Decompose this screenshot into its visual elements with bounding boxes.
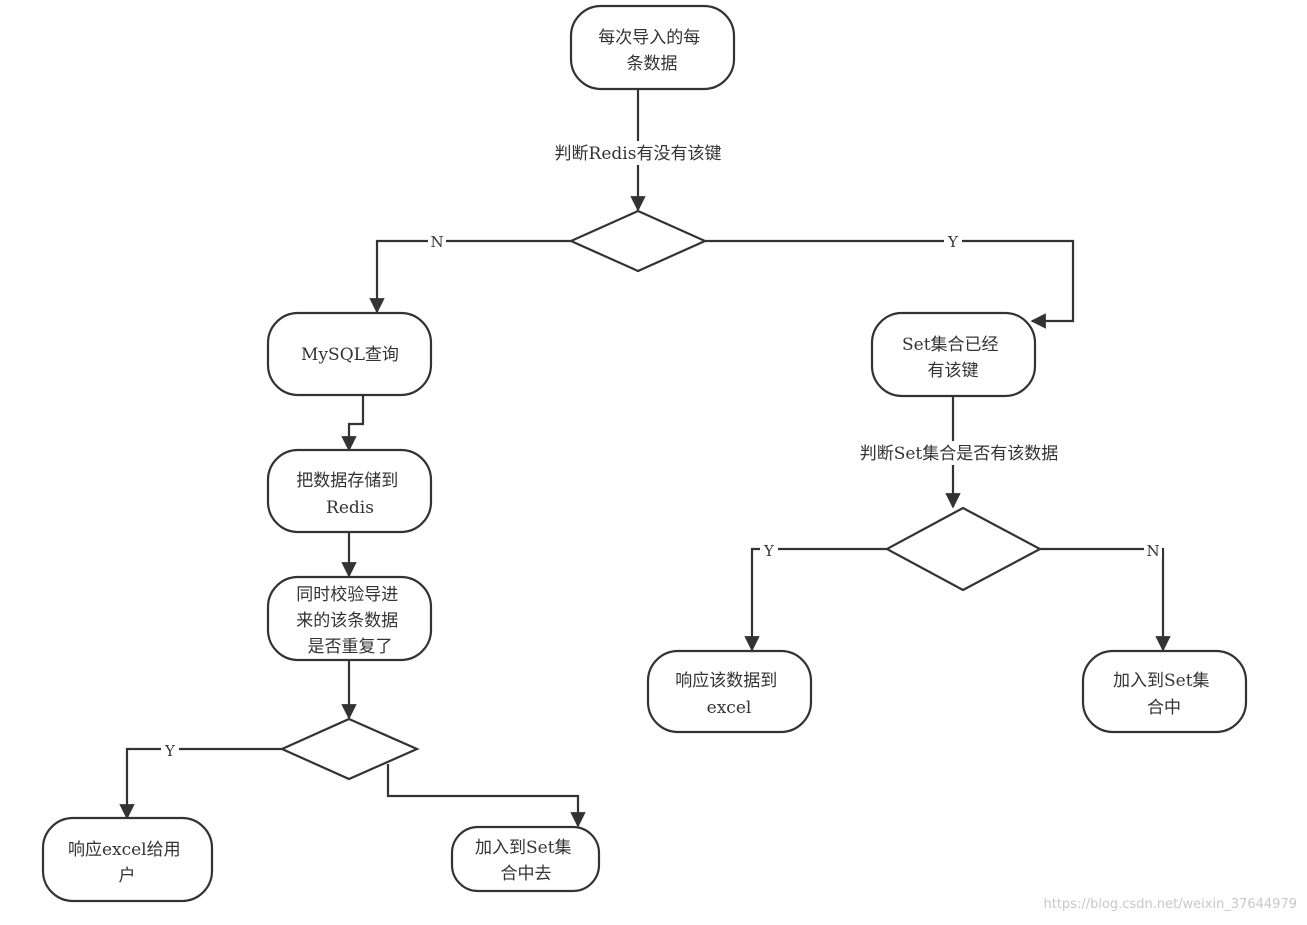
- node-respond-excel-user: 响应excel给用 户: [41, 816, 214, 903]
- node-add-set-right: 加入到Set集 合中: [1081, 649, 1248, 734]
- node-add-left-line1: 加入到Set集: [475, 838, 572, 858]
- edge-decision1-no: [369, 239, 571, 314]
- node-store-line1: 把数据存储到: [296, 471, 398, 491]
- svg-text:Set集合已经 有该键: Set集合已经 有该键: [902, 335, 1004, 381]
- edge-decision2-no: [1040, 547, 1171, 652]
- watermark-text: https://blog.csdn.net/weixin_37644979: [1043, 897, 1297, 912]
- edge-label-d1-yes: Y: [947, 233, 959, 251]
- node-verify-line1: 同时校验导进: [296, 585, 398, 605]
- edge-decision3-yes: [119, 747, 282, 820]
- edge-decision1-yes: [705, 239, 1075, 329]
- edge-label-check-redis: 判断Redis有没有该键: [555, 144, 722, 164]
- node-resp-excel-line1: 响应该数据到: [675, 671, 777, 691]
- node-add-set-left: 加入到Set集 合中去: [450, 825, 601, 893]
- node-resp-user-line2: 户: [119, 866, 136, 886]
- node-add-right-line1: 加入到Set集: [1113, 671, 1210, 691]
- node-sethas-line2: 有该键: [928, 361, 979, 381]
- edge-mysql-to-store: [341, 395, 365, 452]
- edge-label-d1-no: N: [430, 233, 443, 251]
- decision-set-has-data: [884, 506, 1043, 592]
- svg-text:加入到Set集 合中: 加入到Set集 合中: [1113, 671, 1215, 718]
- node-sethas-line1: Set集合已经: [902, 335, 999, 355]
- node-add-right-line2: 合中: [1147, 698, 1181, 718]
- node-store-redis: 把数据存储到 Redis: [266, 448, 433, 534]
- edge-label-d2-yes: Y: [763, 542, 775, 560]
- node-verify-line2: 来的该条数据: [296, 611, 398, 631]
- edge-decision3-other: [386, 764, 586, 828]
- decision-duplicate: [279, 717, 420, 781]
- node-verify-line3: 是否重复了: [308, 637, 393, 657]
- edge-label-d3-yes: Y: [164, 742, 176, 760]
- node-start: 每次导入的每 条数据: [569, 4, 736, 91]
- svg-text:响应该数据到 excel: 响应该数据到 excel: [675, 671, 782, 718]
- node-resp-user-line1: 响应excel给用: [68, 840, 181, 860]
- svg-text:加入到Set集 合中去: 加入到Set集 合中去: [475, 838, 577, 884]
- node-mysql-line1: MySQL查询: [301, 345, 399, 365]
- node-start-line2: 条数据: [627, 54, 678, 74]
- node-start-line1: 每次导入的每: [598, 28, 700, 48]
- decision-redis-has-key: [568, 209, 708, 273]
- edge-label-d2-no: N: [1146, 542, 1159, 560]
- node-verify-duplicate: 同时校验导进 来的该条数据 是否重复了: [266, 575, 433, 662]
- node-resp-excel-line2: excel: [707, 698, 752, 718]
- svg-text:把数据存储到 Redis: 把数据存储到 Redis: [296, 471, 403, 518]
- svg-text:每次导入的每 条数据: 每次导入的每 条数据: [598, 28, 705, 74]
- edge-decision2-yes: [744, 547, 887, 652]
- node-respond-excel: 响应该数据到 excel: [646, 649, 813, 734]
- node-set-has-key: Set集合已经 有该键: [870, 311, 1037, 398]
- svg-text:响应excel给用 户: 响应excel给用 户: [68, 840, 186, 886]
- node-add-left-line2: 合中去: [501, 864, 552, 884]
- svg-text:同时校验导进 来的该条数据 是否重复: 同时校验导进 来的该条数据 是否重复了: [296, 585, 403, 657]
- node-store-line2: Redis: [326, 498, 374, 518]
- edge-label-check-set: 判断Set集合是否有该数据: [860, 444, 1059, 464]
- node-mysql-query: MySQL查询: [266, 311, 433, 397]
